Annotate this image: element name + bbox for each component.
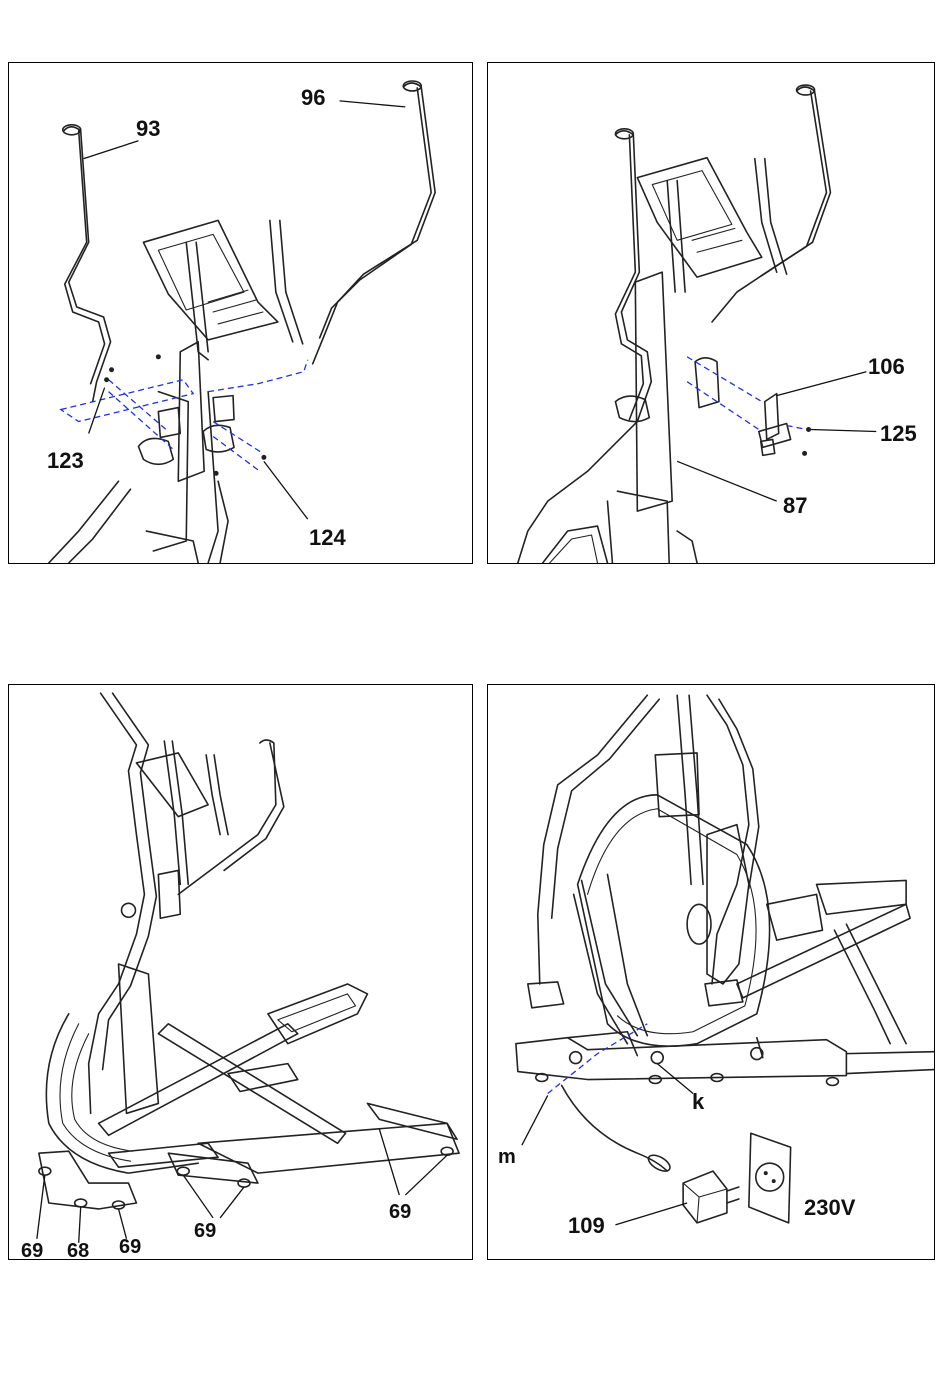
label-69-left: 69	[21, 1241, 43, 1260]
panel-frame-feet: 69 68 69 69 69	[8, 684, 473, 1260]
label-109: 109	[568, 1215, 605, 1237]
label-123: 123	[47, 450, 84, 472]
label-230v: 230V	[804, 1197, 855, 1219]
label-69-right: 69	[389, 1202, 411, 1222]
power-connection-drawing	[488, 685, 934, 1259]
panel-handlebar-assembly: 93 96 123 124	[8, 62, 473, 564]
label-125: 125	[880, 423, 917, 445]
label-k: k	[692, 1091, 704, 1113]
label-124: 124	[309, 527, 346, 549]
frame-feet-drawing	[9, 685, 472, 1259]
handlebar-assembly-drawing	[9, 63, 472, 563]
panel-power-connection: k m 109 230V	[487, 684, 935, 1260]
label-m: m	[498, 1147, 516, 1167]
label-93: 93	[136, 118, 160, 140]
label-69-center: 69	[194, 1221, 216, 1241]
label-87: 87	[783, 495, 807, 517]
label-69-mid: 69	[119, 1237, 141, 1257]
label-106: 106	[868, 356, 905, 378]
label-68: 68	[67, 1241, 89, 1260]
handle-attach-drawing	[488, 63, 934, 563]
panel-handle-attach: 106 125 87	[487, 62, 935, 564]
label-96: 96	[301, 87, 325, 109]
